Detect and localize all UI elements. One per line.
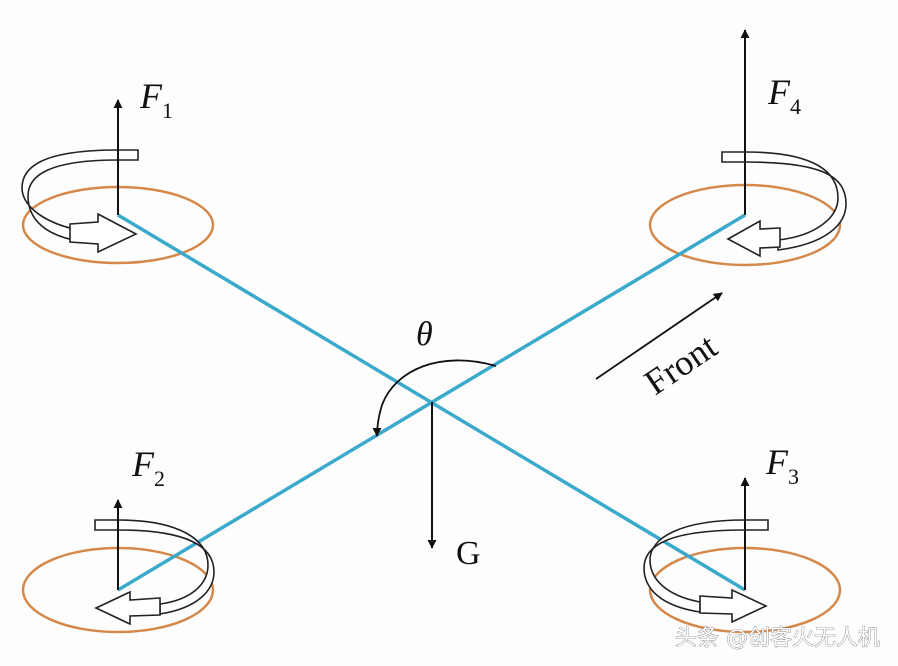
thrust-arrows — [113, 29, 750, 590]
force-label-f3: F3 — [765, 442, 799, 489]
rotation-arrow-f4-icon — [721, 151, 847, 258]
rotation-arrow-f2-icon — [94, 519, 215, 626]
gravity-label: G — [456, 535, 481, 572]
front-label: Front — [637, 326, 724, 403]
rotation-arrow-f3-icon — [643, 519, 769, 624]
force-label-f1: F1 — [139, 76, 173, 123]
watermark: 头条 @创客火无人机 — [675, 626, 880, 651]
force-label-f2: F2 — [131, 444, 165, 491]
angle-label: θ — [416, 316, 433, 353]
angle-arc-icon — [372, 359, 497, 437]
front-direction-arrow-icon — [595, 292, 723, 380]
force-label-f4: F4 — [767, 72, 801, 119]
rotation-arrow-f1-icon — [21, 149, 139, 254]
